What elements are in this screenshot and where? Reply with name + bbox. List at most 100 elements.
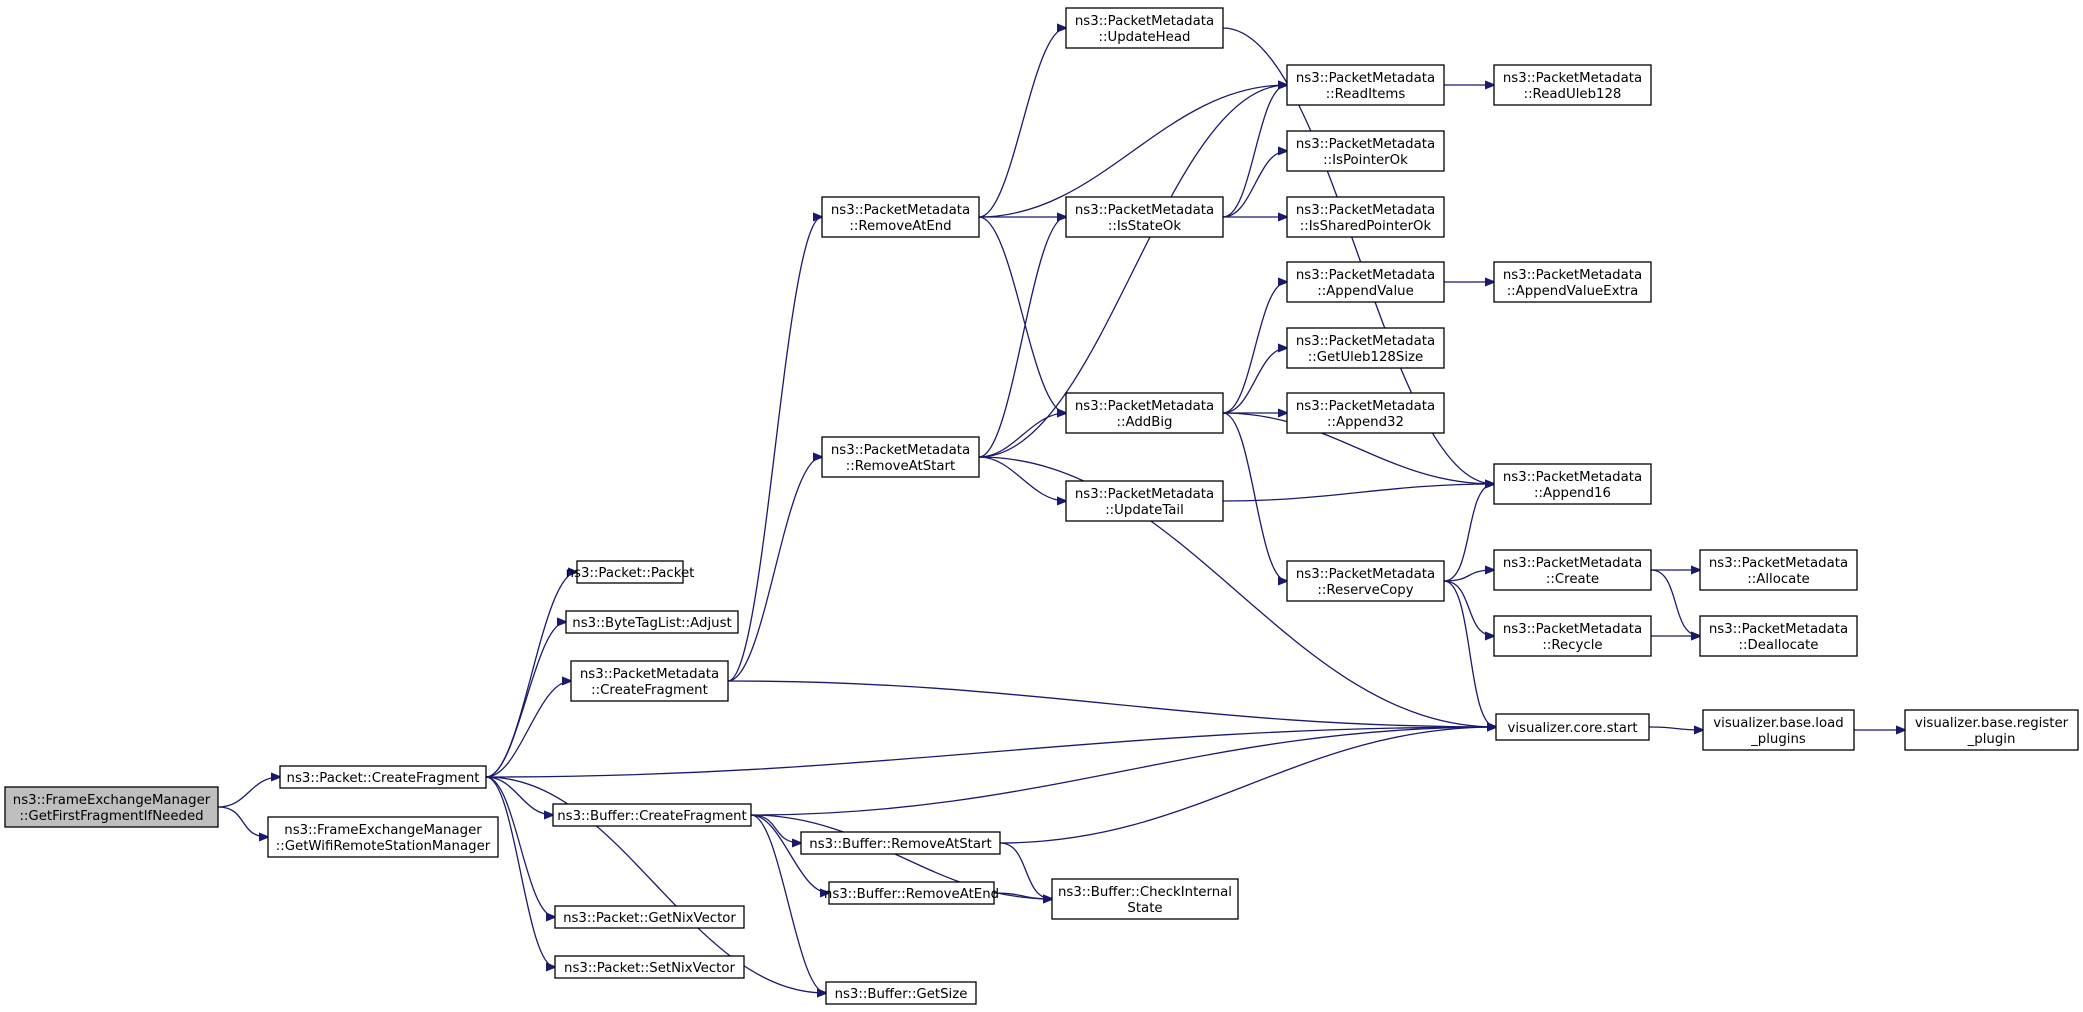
graph-node-pm-rae[interactable]: ns3::PacketMetadata::RemoveAtEnd bbox=[821, 196, 980, 238]
node-label-line: ns3::PacketMetadata bbox=[1296, 334, 1435, 349]
graph-node-pm-av[interactable]: ns3::PacketMetadata::AppendValue bbox=[1286, 261, 1445, 303]
graph-node-pkt-cf[interactable]: ns3::Packet::CreateFragment bbox=[279, 765, 487, 789]
call-edge-buf_cf-to-buf_cis bbox=[750, 814, 1052, 899]
graph-node-pm-uh[interactable]: ns3::PacketMetadata::UpdateHead bbox=[1065, 7, 1224, 49]
node-box bbox=[1065, 7, 1224, 49]
node-label-line: visualizer.base.register bbox=[1915, 716, 2069, 731]
graph-node-pm-gu[interactable]: ns3::PacketMetadata::GetUleb128Size bbox=[1286, 327, 1445, 369]
call-edge-pkt_cf-to-pkt_snv bbox=[485, 776, 555, 967]
graph-node-vbrp[interactable]: visualizer.base.register_plugin bbox=[1904, 709, 2079, 751]
node-box bbox=[1286, 261, 1445, 303]
call-edge-pkt_cf-to-buf_gs bbox=[485, 776, 826, 993]
node-label-line: ns3::Buffer::GetSize bbox=[835, 987, 968, 1002]
graph-node-pm-create[interactable]: ns3::PacketMetadata::Create bbox=[1493, 549, 1652, 591]
call-edge-pm_ab-to-pm_gu bbox=[1222, 348, 1287, 414]
node-label-line: ::RemoveAtStart bbox=[846, 459, 955, 474]
graph-node-pm-ipo[interactable]: ns3::PacketMetadata::IsPointerOk bbox=[1286, 130, 1445, 172]
node-label-line: ns3::PacketMetadata bbox=[831, 203, 970, 218]
call-edge-pm_rc-to-pm_a16 bbox=[1443, 484, 1494, 582]
graph-node-pm-ave[interactable]: ns3::PacketMetadata::AppendValueExtra bbox=[1493, 261, 1652, 303]
call-edge-pkt_cf-to-btl_adjust bbox=[485, 622, 566, 778]
node-label-line: ::Recycle bbox=[1542, 638, 1602, 653]
node-label-line: ns3::PacketMetadata bbox=[1503, 556, 1642, 571]
node-box bbox=[570, 660, 729, 702]
call-edge-pm_ras-to-pm_ut bbox=[978, 456, 1066, 501]
node-box bbox=[1493, 64, 1652, 106]
node-label-line: ns3::Buffer::CreateFragment bbox=[557, 809, 747, 824]
graph-node-buf-gs[interactable]: ns3::Buffer::GetSize bbox=[825, 981, 977, 1005]
node-box bbox=[4, 786, 219, 828]
node-label-line: ::IsPointerOk bbox=[1323, 153, 1408, 168]
node-label-line: ::RemoveAtEnd bbox=[849, 219, 951, 234]
call-edge-buf_cf-to-buf_rae bbox=[750, 814, 829, 893]
graph-node-pkt-snv[interactable]: ns3::Packet::SetNixVector bbox=[554, 955, 745, 979]
graph-node-pm-recycle[interactable]: ns3::PacketMetadata::Recycle bbox=[1493, 615, 1652, 657]
call-edge-pm_ras-to-vcs bbox=[978, 456, 1496, 727]
call-edge-pm_rae-to-pm_ri bbox=[978, 85, 1287, 218]
graph-node-fem-gwrsm[interactable]: ns3::FrameExchangeManager::GetWifiRemote… bbox=[267, 816, 499, 858]
graph-node-buf-cf[interactable]: ns3::Buffer::CreateFragment bbox=[552, 803, 752, 827]
graph-node-pm-ab[interactable]: ns3::PacketMetadata::AddBig bbox=[1065, 392, 1224, 434]
call-edge-pm_ras-to-pm_ri bbox=[978, 85, 1287, 458]
graph-node-pm-ri[interactable]: ns3::PacketMetadata::ReadItems bbox=[1286, 64, 1445, 106]
call-edge-pm_ab-to-pm_rc bbox=[1222, 412, 1287, 581]
node-label-line: ::GetFirstFragmentIfNeeded bbox=[19, 809, 203, 824]
graph-node-buf-ras[interactable]: ns3::Buffer::RemoveAtStart bbox=[800, 831, 1001, 855]
graph-node-pm-ispo[interactable]: ns3::PacketMetadata::IsSharedPointerOk bbox=[1286, 196, 1445, 238]
call-edge-pm_iso-to-pm_ipo bbox=[1222, 151, 1287, 218]
node-box bbox=[1065, 480, 1224, 522]
graph-node-pm-ru[interactable]: ns3::PacketMetadata::ReadUleb128 bbox=[1493, 64, 1652, 106]
node-box bbox=[825, 981, 977, 1005]
node-label-line: ::IsStateOk bbox=[1108, 219, 1181, 234]
call-edge-pm_rc-to-vcs bbox=[1443, 580, 1496, 727]
call-edge-pm_iso-to-pm_ri bbox=[1222, 85, 1287, 218]
node-label-line: ::AppendValue bbox=[1317, 284, 1414, 299]
graph-node-vcs[interactable]: visualizer.core.start bbox=[1495, 713, 1650, 741]
node-label-line: visualizer.core.start bbox=[1507, 721, 1637, 736]
node-label-line: ::Append16 bbox=[1534, 486, 1611, 501]
node-box bbox=[1286, 392, 1445, 434]
node-box bbox=[279, 765, 487, 789]
call-edge-pm_ab-to-pm_av bbox=[1222, 282, 1287, 414]
node-label-line: ns3::PacketMetadata bbox=[1296, 137, 1435, 152]
node-label-line: ns3::PacketMetadata bbox=[1503, 71, 1642, 86]
call-edge-root-to-pkt_cf bbox=[217, 777, 280, 808]
graph-node-pm-a32[interactable]: ns3::PacketMetadata::Append32 bbox=[1286, 392, 1445, 434]
node-box bbox=[1065, 196, 1224, 238]
node-label-line: ns3::Buffer::RemoveAtStart bbox=[809, 837, 991, 852]
graph-node-pm-ut[interactable]: ns3::PacketMetadata::UpdateTail bbox=[1065, 480, 1224, 522]
graph-node-pm-ras[interactable]: ns3::PacketMetadata::RemoveAtStart bbox=[821, 436, 980, 478]
node-label-line: ns3::PacketMetadata bbox=[580, 667, 719, 682]
node-box bbox=[1286, 560, 1445, 602]
graph-node-pm-alloc[interactable]: ns3::PacketMetadata::Allocate bbox=[1699, 549, 1858, 591]
node-label-line: ::GetWifiRemoteStationManager bbox=[276, 839, 491, 854]
call-edge-pm_ut-to-pm_a16 bbox=[1222, 484, 1494, 502]
graph-node-buf-rae[interactable]: ns3::Buffer::RemoveAtEnd bbox=[824, 881, 999, 905]
graph-node-btl-adjust[interactable]: ns3::ByteTagList::Adjust bbox=[565, 610, 739, 634]
node-label-line: ::Append32 bbox=[1327, 415, 1404, 430]
node-label-line: ::ReserveCopy bbox=[1317, 583, 1413, 598]
node-box bbox=[1493, 615, 1652, 657]
graph-node-vblp[interactable]: visualizer.base.load_plugins bbox=[1702, 709, 1855, 751]
call-edge-root-to-fem_gwrsm bbox=[217, 806, 268, 837]
node-label-line: ns3::PacketMetadata bbox=[1296, 567, 1435, 582]
node-label-line: ns3::PacketMetadata bbox=[1296, 203, 1435, 218]
graph-node-pm-dealloc[interactable]: ns3::PacketMetadata::Deallocate bbox=[1699, 615, 1858, 657]
node-label-line: ns3::Buffer::RemoveAtEnd bbox=[824, 887, 999, 902]
node-box bbox=[267, 816, 499, 858]
node-label-line: ns3::PacketMetadata bbox=[831, 443, 970, 458]
graph-node-pkt-packet[interactable]: ns3::Packet::Packet bbox=[566, 560, 695, 584]
node-label-line: ::UpdateHead bbox=[1099, 30, 1191, 45]
graph-node-pm-cf[interactable]: ns3::PacketMetadata::CreateFragment bbox=[570, 660, 729, 702]
graph-node-pm-a16[interactable]: ns3::PacketMetadata::Append16 bbox=[1493, 463, 1652, 505]
call-edge-pm_uh-to-pm_a16 bbox=[1222, 27, 1494, 484]
node-label-line: State bbox=[1127, 901, 1162, 916]
node-box bbox=[1286, 64, 1445, 106]
node-label-line: ns3::PacketMetadata bbox=[1296, 268, 1435, 283]
graph-node-root: ns3::FrameExchangeManager::GetFirstFragm… bbox=[4, 786, 219, 828]
graph-node-pm-rc[interactable]: ns3::PacketMetadata::ReserveCopy bbox=[1286, 560, 1445, 602]
graph-node-pm-iso[interactable]: ns3::PacketMetadata::IsStateOk bbox=[1065, 196, 1224, 238]
node-label-line: _plugin bbox=[1967, 732, 2016, 747]
graph-node-pkt-gnv[interactable]: ns3::Packet::GetNixVector bbox=[554, 905, 745, 929]
